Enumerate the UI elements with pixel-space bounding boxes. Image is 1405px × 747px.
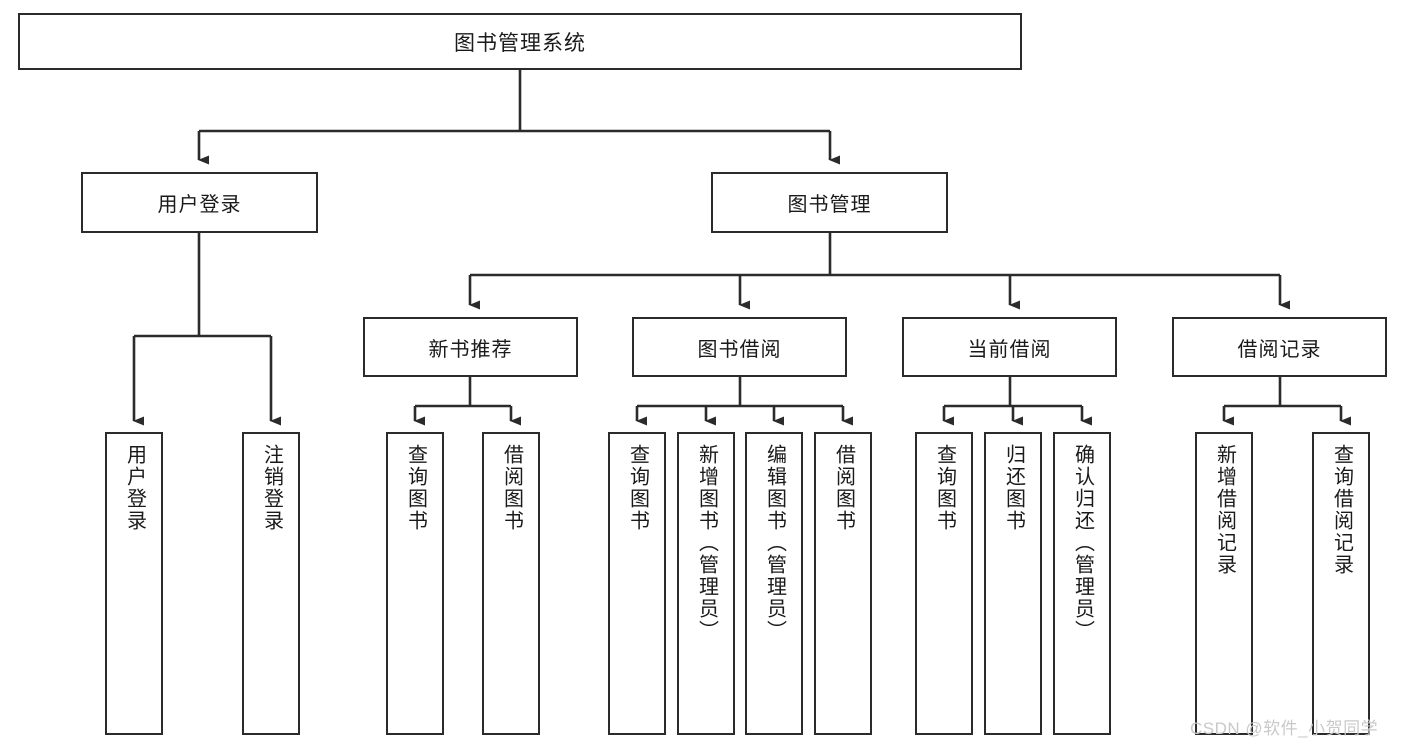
- csdn-watermark: CSDN @软件_小贺同学: [1190, 719, 1379, 738]
- node-current-borrow[interactable]: 当前借阅: [902, 317, 1117, 377]
- node-label: 查询图书: [933, 444, 956, 532]
- node-root-book-management-system[interactable]: 图书管理系统: [18, 13, 1022, 70]
- node-label: 图书管理: [787, 194, 872, 216]
- leaf-add-book-admin[interactable]: 新增图书（管理员）: [677, 432, 735, 735]
- node-label: 查询图书: [404, 444, 427, 532]
- leaf-add-borrow-record[interactable]: 新增借阅记录: [1195, 432, 1253, 735]
- node-label: 当前借阅: [967, 338, 1052, 361]
- leaf-query-book-newbook[interactable]: 查询图书: [386, 432, 444, 735]
- node-label: 注销登录: [260, 444, 283, 532]
- node-label: 图书借阅: [697, 338, 782, 361]
- node-label: 图书管理系统: [454, 31, 586, 55]
- node-label: 新增借阅记录: [1213, 444, 1236, 576]
- node-label: 编辑图书（管理员）: [763, 444, 786, 642]
- node-label: 借阅图书: [500, 444, 523, 532]
- leaf-return-book[interactable]: 归还图书: [984, 432, 1042, 735]
- node-book-manage[interactable]: 图书管理: [711, 172, 948, 233]
- leaf-query-book-borrow[interactable]: 查询图书: [608, 432, 666, 735]
- node-user-login[interactable]: 用户登录: [81, 172, 318, 233]
- node-label: 新增图书（管理员）: [695, 444, 718, 642]
- node-label: 借阅图书: [832, 444, 855, 532]
- node-label: 查询借阅记录: [1330, 444, 1353, 576]
- leaf-query-book-current[interactable]: 查询图书: [915, 432, 973, 735]
- leaf-query-borrow-record[interactable]: 查询借阅记录: [1312, 432, 1370, 735]
- node-label: 借阅记录: [1237, 338, 1322, 361]
- leaf-borrow-book-borrow[interactable]: 借阅图书: [814, 432, 872, 735]
- node-new-book-recommendation[interactable]: 新书推荐: [363, 317, 578, 377]
- node-label: 确认归还（管理员）: [1071, 444, 1094, 642]
- node-label: 用户登录: [157, 194, 242, 216]
- node-book-borrow[interactable]: 图书借阅: [632, 317, 847, 377]
- node-label: 新书推荐: [428, 338, 513, 361]
- leaf-user-login[interactable]: 用户登录: [105, 432, 163, 735]
- leaf-edit-book-admin[interactable]: 编辑图书（管理员）: [745, 432, 803, 735]
- node-borrow-record[interactable]: 借阅记录: [1172, 317, 1387, 377]
- leaf-logout-login[interactable]: 注销登录: [242, 432, 300, 735]
- leaf-confirm-return-admin[interactable]: 确认归还（管理员）: [1053, 432, 1111, 735]
- node-label: 用户登录: [123, 444, 146, 532]
- node-label: 查询图书: [626, 444, 649, 532]
- node-label: 归还图书: [1002, 444, 1025, 532]
- leaf-borrow-book-newbook[interactable]: 借阅图书: [482, 432, 540, 735]
